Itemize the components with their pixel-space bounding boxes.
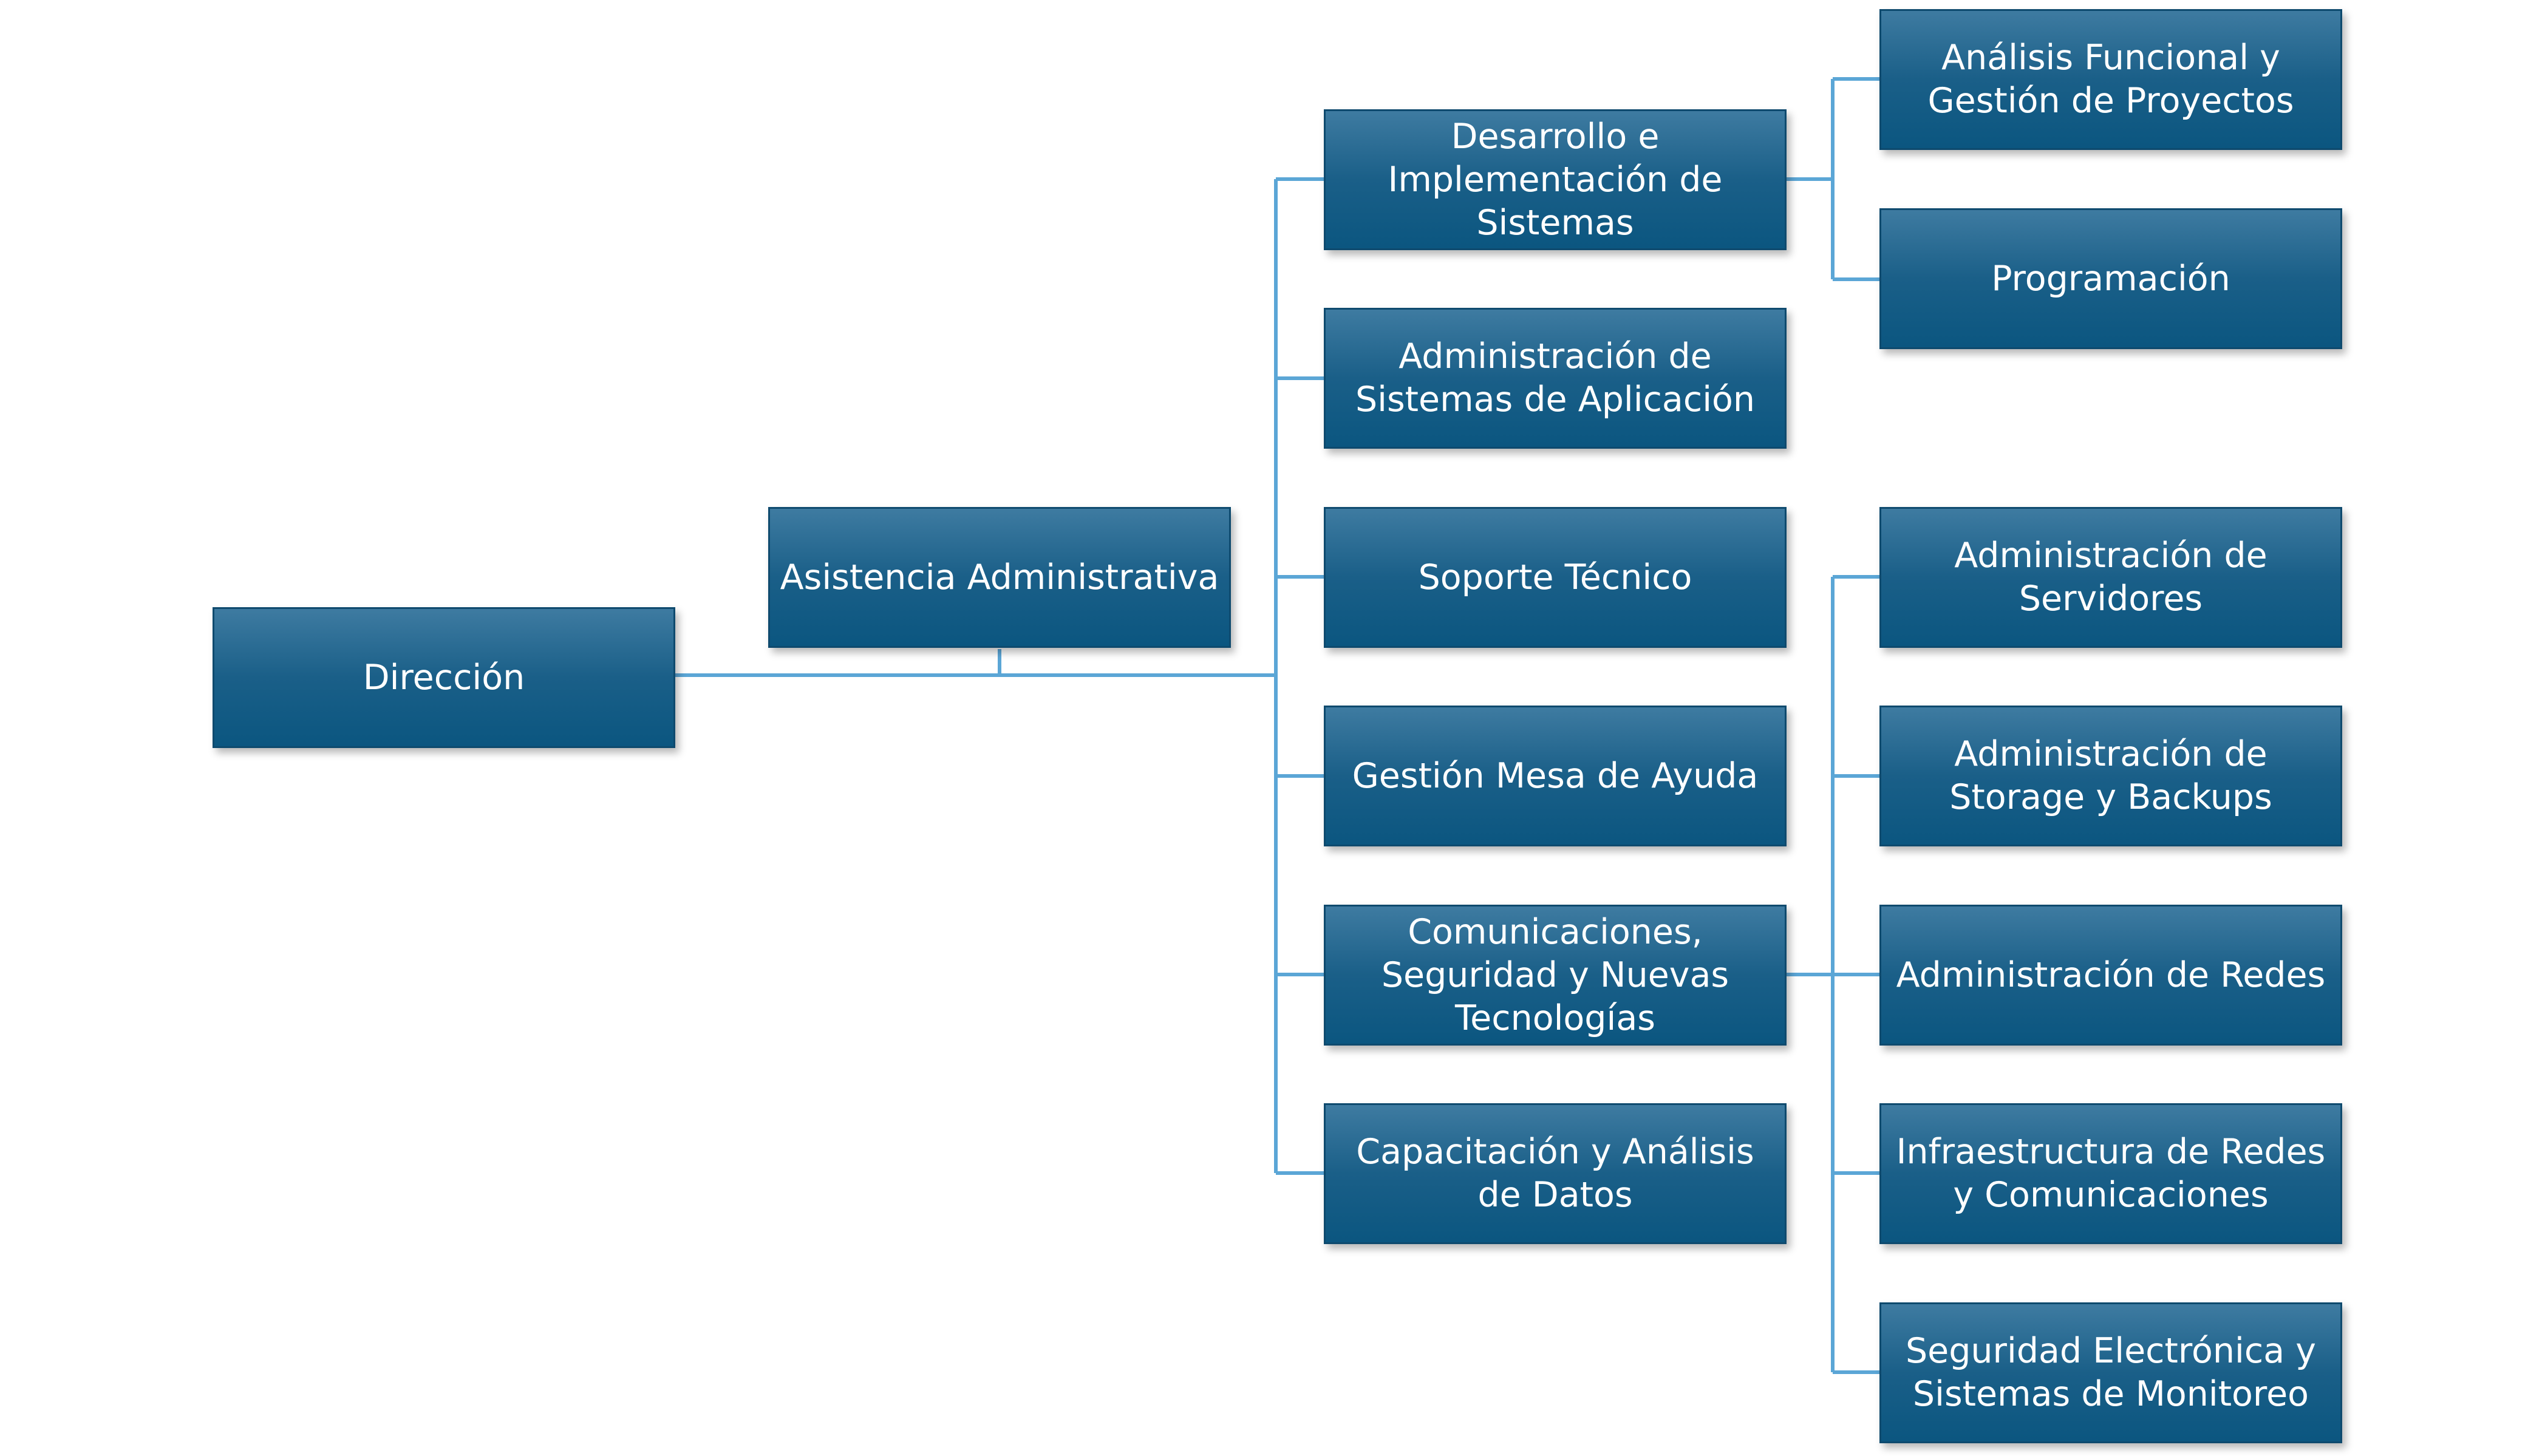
node-label: Análisis Funcional y Gestión de Proyecto… bbox=[1927, 38, 2294, 121]
node-gestion-mesa-ayuda: Gestión Mesa de Ayuda bbox=[1324, 706, 1787, 846]
node-label: Capacitación y Análisis de Datos bbox=[1356, 1132, 1754, 1215]
node-label: Comunicaciones, Seguridad y Nuevas Tecno… bbox=[1381, 911, 1729, 1038]
node-asistencia-administrativa: Asistencia Administrativa bbox=[768, 507, 1231, 648]
node-label: Seguridad Electrónica y Sistemas de Moni… bbox=[1906, 1331, 2316, 1414]
node-label: Dirección bbox=[363, 657, 525, 698]
node-capacitacion-analisis-datos: Capacitación y Análisis de Datos bbox=[1324, 1103, 1787, 1244]
node-label: Administración de Storage y Backups bbox=[1949, 734, 2272, 817]
node-label: Desarrollo e Implementación de Sistemas bbox=[1388, 116, 1723, 243]
node-direccion: Dirección bbox=[213, 607, 675, 748]
node-label: Programación bbox=[1991, 258, 2230, 299]
node-label: Administración de Servidores bbox=[1954, 536, 2267, 619]
node-seguridad-electronica: Seguridad Electrónica y Sistemas de Moni… bbox=[1879, 1302, 2342, 1443]
node-administracion-servidores: Administración de Servidores bbox=[1879, 507, 2342, 648]
node-administracion-sistemas-aplicacion: Administración de Sistemas de Aplicación bbox=[1324, 308, 1787, 449]
node-infraestructura-redes: Infraestructura de Redes y Comunicacione… bbox=[1879, 1103, 2342, 1244]
node-label: Gestión Mesa de Ayuda bbox=[1352, 755, 1759, 796]
node-programacion: Programación bbox=[1879, 208, 2342, 349]
node-comunicaciones-seguridad: Comunicaciones, Seguridad y Nuevas Tecno… bbox=[1324, 905, 1787, 1046]
node-administracion-redes: Administración de Redes bbox=[1879, 905, 2342, 1046]
node-label: Infraestructura de Redes y Comunicacione… bbox=[1896, 1132, 2326, 1215]
node-analisis-funcional: Análisis Funcional y Gestión de Proyecto… bbox=[1879, 9, 2342, 150]
node-label: Administración de Redes bbox=[1896, 954, 2326, 995]
node-label: Administración de Sistemas de Aplicación bbox=[1355, 336, 1756, 420]
node-label: Asistencia Administrativa bbox=[780, 557, 1219, 597]
node-desarrollo-implementacion: Desarrollo e Implementación de Sistemas bbox=[1324, 109, 1787, 250]
node-administracion-storage: Administración de Storage y Backups bbox=[1879, 706, 2342, 846]
node-soporte-tecnico: Soporte Técnico bbox=[1324, 507, 1787, 648]
node-label: Soporte Técnico bbox=[1418, 557, 1692, 597]
